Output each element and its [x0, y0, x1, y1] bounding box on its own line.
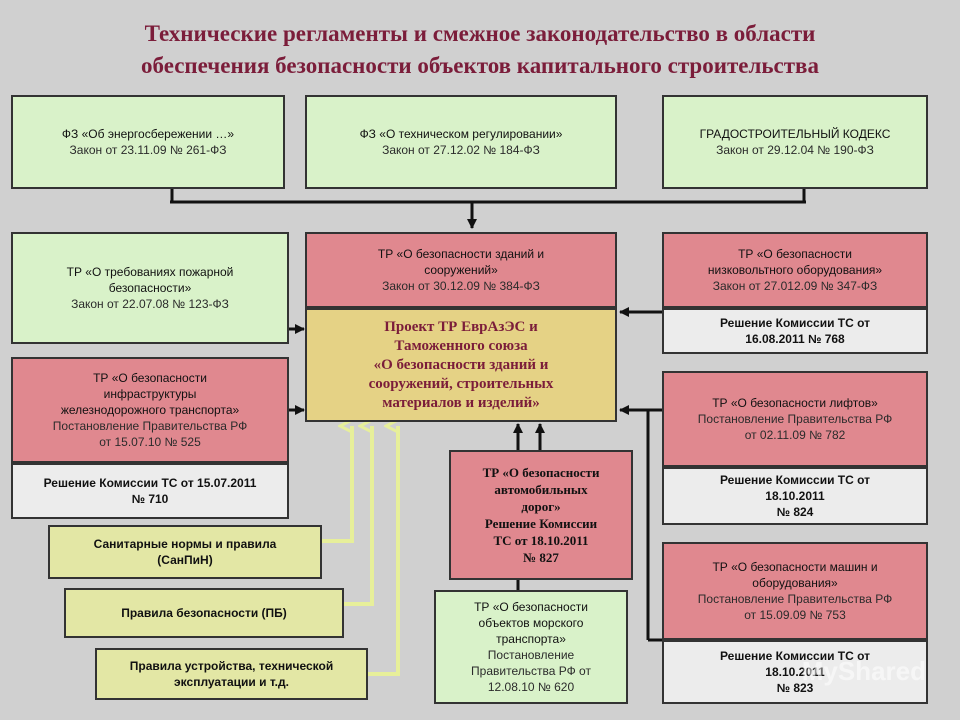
fire-safety-law: Закон от 22.07.08 № 123-ФЗ [71, 297, 229, 311]
fire-safety-line-1: ТР «О требованиях пожарной [66, 265, 234, 279]
safety-rules-box: Правила безопасности (ПБ) [64, 588, 344, 638]
railway-line-1: ТР «О безопасности [93, 371, 207, 385]
tr-buildings-line-1: ТР «О безопасности зданий и [377, 247, 545, 261]
low-voltage-line-2: низковольтного оборудования» [707, 263, 883, 277]
railway-decision-line-1: Решение Комиссии ТС от 15.07.2011 [43, 476, 257, 490]
roads-line-2: автомобильных [494, 482, 588, 497]
project-line-2: Таможенного союза [394, 337, 528, 354]
tech-regulation-number: Закон от 27.12.02 № 184-ФЗ [382, 143, 540, 157]
energy-law-number: Закон от 23.11.09 № 261-ФЗ [69, 143, 227, 157]
page-title: Технические регламенты и смежное законод… [40, 18, 920, 82]
railway-line-3: железнодорожного транспорта» [60, 403, 240, 417]
low-voltage-decision-line-2: 16.08.2011 № 768 [745, 332, 845, 346]
marine-line-3: транспорта» [496, 632, 566, 646]
machines-decision-box: Решение Комиссии ТС от 18.10.2011 № 823 [662, 640, 928, 704]
lifts-line-1: ТР «О безопасности лифтов» [712, 396, 878, 410]
railway-box: ТР «О безопасности инфраструктуры железн… [11, 357, 289, 463]
roads-box: ТР «О безопасности автомобильных дорог» … [449, 450, 633, 580]
operation-rules-line-1: Правила устройства, технической [129, 659, 334, 673]
marine-line-6: 12.08.10 № 620 [487, 680, 575, 694]
energy-law-name: ФЗ «Об энергосбережении …» [61, 127, 235, 141]
fire-safety-line-2: безопасности» [108, 281, 192, 295]
tr-buildings-box: ТР «О безопасности зданий и сооружений» … [305, 232, 617, 308]
railway-decision-box: Решение Комиссии ТС от 15.07.2011 № 710 [11, 463, 289, 519]
roads-line-4: Решение Комиссии [484, 516, 598, 531]
marine-line-1: ТР «О безопасности [474, 600, 588, 614]
project-line-1: Проект ТР ЕврАзЭС и [384, 318, 538, 335]
project-line-5: материалов и изделий» [382, 394, 540, 411]
lifts-line-2: Постановление Правительства РФ [697, 412, 893, 426]
low-voltage-box: ТР «О безопасности низковольтного оборуд… [662, 232, 928, 308]
lifts-box: ТР «О безопасности лифтов» Постановление… [662, 371, 928, 467]
marine-box: ТР «О безопасности объектов морского тра… [434, 590, 628, 704]
railway-line-2: инфраструктуры [103, 387, 197, 401]
lifts-decision-line-2: 18.10.2011 [765, 489, 825, 503]
sanpin-line-2: (СанПиН) [157, 553, 213, 567]
machines-decision-line-2: 18.10.2011 [765, 665, 825, 679]
fire-safety-box: ТР «О требованиях пожарной безопасности»… [11, 232, 289, 344]
machines-decision-line-1: Решение Комиссии ТС от [719, 649, 871, 663]
tech-regulation-law-box: ФЗ «О техническом регулировании» Закон о… [305, 95, 617, 189]
low-voltage-line-1: ТР «О безопасности [738, 247, 852, 261]
project-line-3: «О безопасности зданий и [373, 356, 549, 373]
machines-line-4: от 15.09.09 № 753 [744, 608, 846, 622]
roads-line-5: ТС от 18.10.2011 [493, 533, 589, 548]
tr-buildings-law: Закон от 30.12.09 № 384-ФЗ [382, 279, 540, 293]
urban-code-number: Закон от 29.12.04 № 190-ФЗ [716, 143, 874, 157]
lifts-decision-line-3: № 824 [776, 505, 814, 519]
lifts-line-3: от 02.11.09 № 782 [744, 428, 846, 442]
project-line-4: сооружений, строительных [368, 375, 554, 392]
roads-line-6: № 827 [523, 550, 559, 565]
operation-rules-line-2: эксплуатации и т.д. [174, 675, 289, 689]
safety-rules-label: Правила безопасности (ПБ) [121, 606, 287, 620]
operation-rules-box: Правила устройства, технической эксплуат… [95, 648, 368, 700]
machines-decision-line-3: № 823 [776, 681, 814, 695]
sanpin-box: Санитарные нормы и правила (СанПиН) [48, 525, 322, 579]
railway-line-4: Постановление Правительства РФ [52, 419, 248, 433]
eurasec-project-box: Проект ТР ЕврАзЭС и Таможенного союза «О… [305, 308, 617, 422]
low-voltage-decision-line-1: Решение Комиссии ТС от [719, 316, 871, 330]
urban-code-name: ГРАДОСТРОИТЕЛЬНЫЙ КОДЕКС [699, 127, 891, 141]
tr-buildings-line-2: сооружений» [424, 263, 498, 277]
energy-law-box: ФЗ «Об энергосбережении …» Закон от 23.1… [11, 95, 285, 189]
machines-line-2: оборудования» [752, 576, 838, 590]
marine-line-4: Постановление [487, 648, 575, 662]
watermark-logo: MyShared [801, 656, 926, 686]
title-line-1: Технические регламенты и смежное законод… [144, 21, 816, 46]
tech-regulation-name: ФЗ «О техническом регулировании» [359, 127, 563, 141]
machines-line-1: ТР «О безопасности машин и [712, 560, 878, 574]
roads-line-3: дорог» [521, 499, 561, 514]
marine-line-5: Правительства РФ от [471, 664, 591, 678]
railway-line-5: от 15.07.10 № 525 [99, 435, 201, 449]
urban-code-box: ГРАДОСТРОИТЕЛЬНЫЙ КОДЕКС Закон от 29.12.… [662, 95, 928, 189]
roads-line-1: ТР «О безопасности [482, 465, 600, 480]
machines-line-3: Постановление Правительства РФ [697, 592, 893, 606]
lifts-decision-box: Решение Комиссии ТС от 18.10.2011 № 824 [662, 467, 928, 525]
low-voltage-law: Закон от 27.012.09 № 347-ФЗ [712, 279, 878, 293]
low-voltage-decision-box: Решение Комиссии ТС от 16.08.2011 № 768 [662, 308, 928, 354]
marine-line-2: объектов морского [478, 616, 584, 630]
lifts-decision-line-1: Решение Комиссии ТС от [719, 473, 871, 487]
title-line-2: обеспечения безопасности объектов капита… [141, 53, 819, 78]
machines-box: ТР «О безопасности машин и оборудования»… [662, 542, 928, 640]
sanpin-line-1: Санитарные нормы и правила [93, 537, 277, 551]
railway-decision-line-2: № 710 [131, 492, 169, 506]
